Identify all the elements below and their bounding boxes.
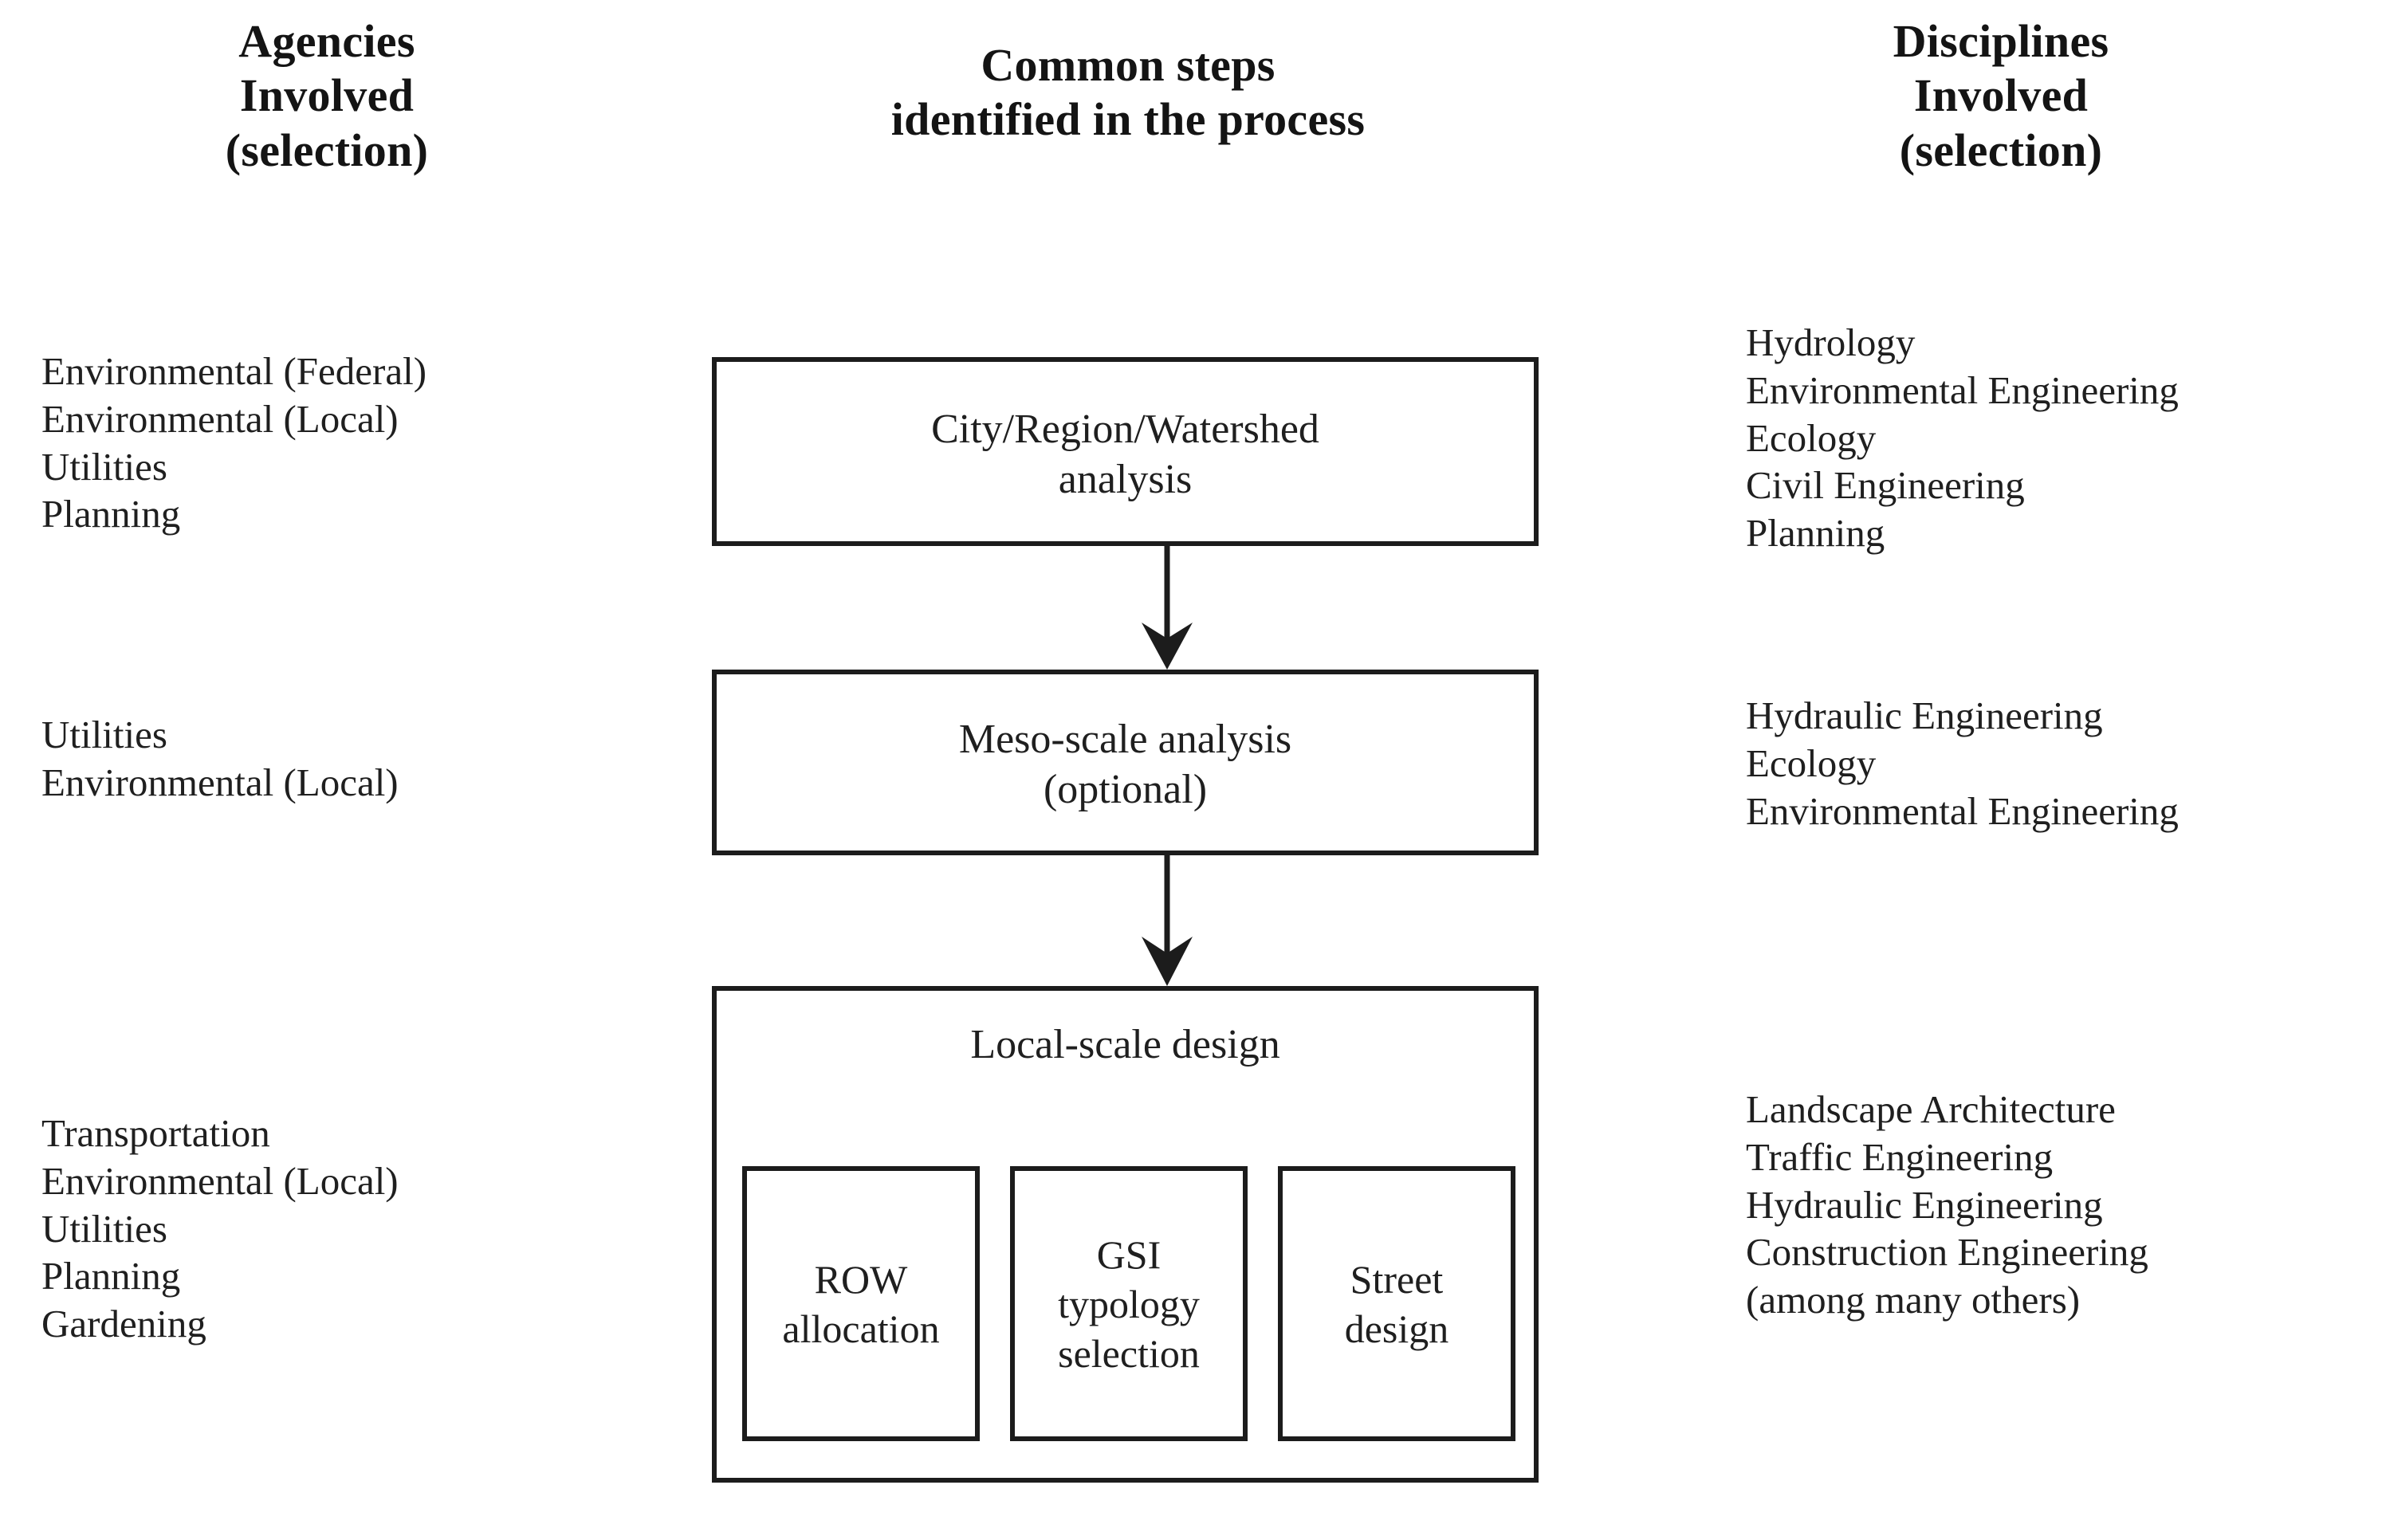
sub-box-label: Street design [1345,1255,1449,1353]
list-item: Environmental (Local) [41,396,399,441]
label-line: Local-scale design [970,1022,1280,1067]
disciplines-list-step-2: Hydraulic Engineering Ecology Environmen… [1746,692,2179,835]
label-line: design [1344,1306,1449,1351]
label-line: Street [1350,1256,1444,1302]
flow-box-city-region-watershed-analysis: City/Region/Watershed analysis [712,357,1539,546]
list-item: Traffic Engineering [1746,1134,2054,1179]
agencies-list-step-2: Utilities Environmental (Local) [41,711,399,807]
list-item: Planning [1746,511,1885,556]
flow-box-label: Meso-scale analysis (optional) [717,714,1534,815]
disciplines-list-step-3: Landscape Architecture Traffic Engineeri… [1746,1086,2148,1324]
label-line: analysis [1058,457,1193,503]
header-line: (selection) [225,124,429,176]
list-item: Planning [41,492,181,536]
header-line: Disciplines [1893,15,2109,67]
list-item: Transportation [41,1111,270,1155]
header-line: Involved [1913,69,2089,122]
flow-box-label: Local-scale design [717,1019,1534,1070]
header-line: identified in the process [890,93,1366,146]
label-line: allocation [782,1306,940,1351]
column-header-common-steps: Common steps identified in the process [797,38,1459,147]
label-line: City/Region/Watershed [931,407,1319,452]
list-item: (among many others) [1746,1278,2081,1322]
label-line: GSI [1096,1232,1162,1277]
arrow-step1-to-step2-icon [1119,546,1215,670]
sub-box-label: ROW allocation [782,1255,939,1353]
flow-box-meso-scale-analysis: Meso-scale analysis (optional) [712,670,1539,855]
list-item: Ecology [1746,415,1877,460]
disciplines-list-step-1: Hydrology Environmental Engineering Ecol… [1746,319,2179,557]
label-line: selection [1058,1330,1200,1376]
list-item: Environmental Engineering [1746,788,2179,833]
sub-box-street-design: Street design [1278,1166,1515,1441]
list-item: Hydraulic Engineering [1746,693,2103,737]
list-item: Planning [41,1254,181,1298]
list-item: Landscape Architecture [1746,1087,2116,1131]
sub-box-row-allocation: ROW allocation [742,1166,980,1441]
list-item: Gardening [41,1302,206,1346]
header-line: Common steps [981,39,1276,91]
agencies-list-step-1: Environmental (Federal) Environmental (L… [41,348,426,538]
label-line: (optional) [1043,767,1208,813]
list-item: Environmental (Federal) [41,349,427,393]
list-item: Utilities [41,713,167,756]
list-item: Hydrology [1746,320,1916,364]
header-line: (selection) [1899,124,2103,176]
header-line: Involved [239,69,415,122]
arrow-step2-to-step3-icon [1119,855,1215,986]
label-line: ROW [814,1256,908,1302]
list-item: Ecology [1746,741,1877,785]
label-line: Meso-scale analysis [958,717,1292,762]
list-item: Utilities [41,1206,167,1251]
list-item: Construction Engineering [1746,1230,2148,1275]
flow-box-local-scale-design: Local-scale design ROW allocation GSI ty… [712,986,1539,1483]
agencies-list-step-3: Transportation Environmental (Local) Uti… [41,1110,399,1348]
list-item: Environmental Engineering [1746,367,2179,412]
list-item: Environmental (Local) [41,1158,399,1203]
label-line: typology [1058,1281,1200,1326]
sub-box-label: GSI typology selection [1058,1230,1200,1378]
header-line: Agencies [238,15,415,67]
list-item: Environmental (Local) [41,760,399,804]
list-item: Civil Engineering [1746,463,2025,508]
column-header-disciplines: Disciplines Involved (selection) [1698,14,2304,178]
flow-box-label: City/Region/Watershed analysis [717,404,1534,505]
column-header-agencies: Agencies Involved (selection) [32,14,622,178]
list-item: Utilities [41,444,167,489]
list-item: Hydraulic Engineering [1746,1182,2103,1227]
sub-box-gsi-typology-selection: GSI typology selection [1010,1166,1248,1441]
